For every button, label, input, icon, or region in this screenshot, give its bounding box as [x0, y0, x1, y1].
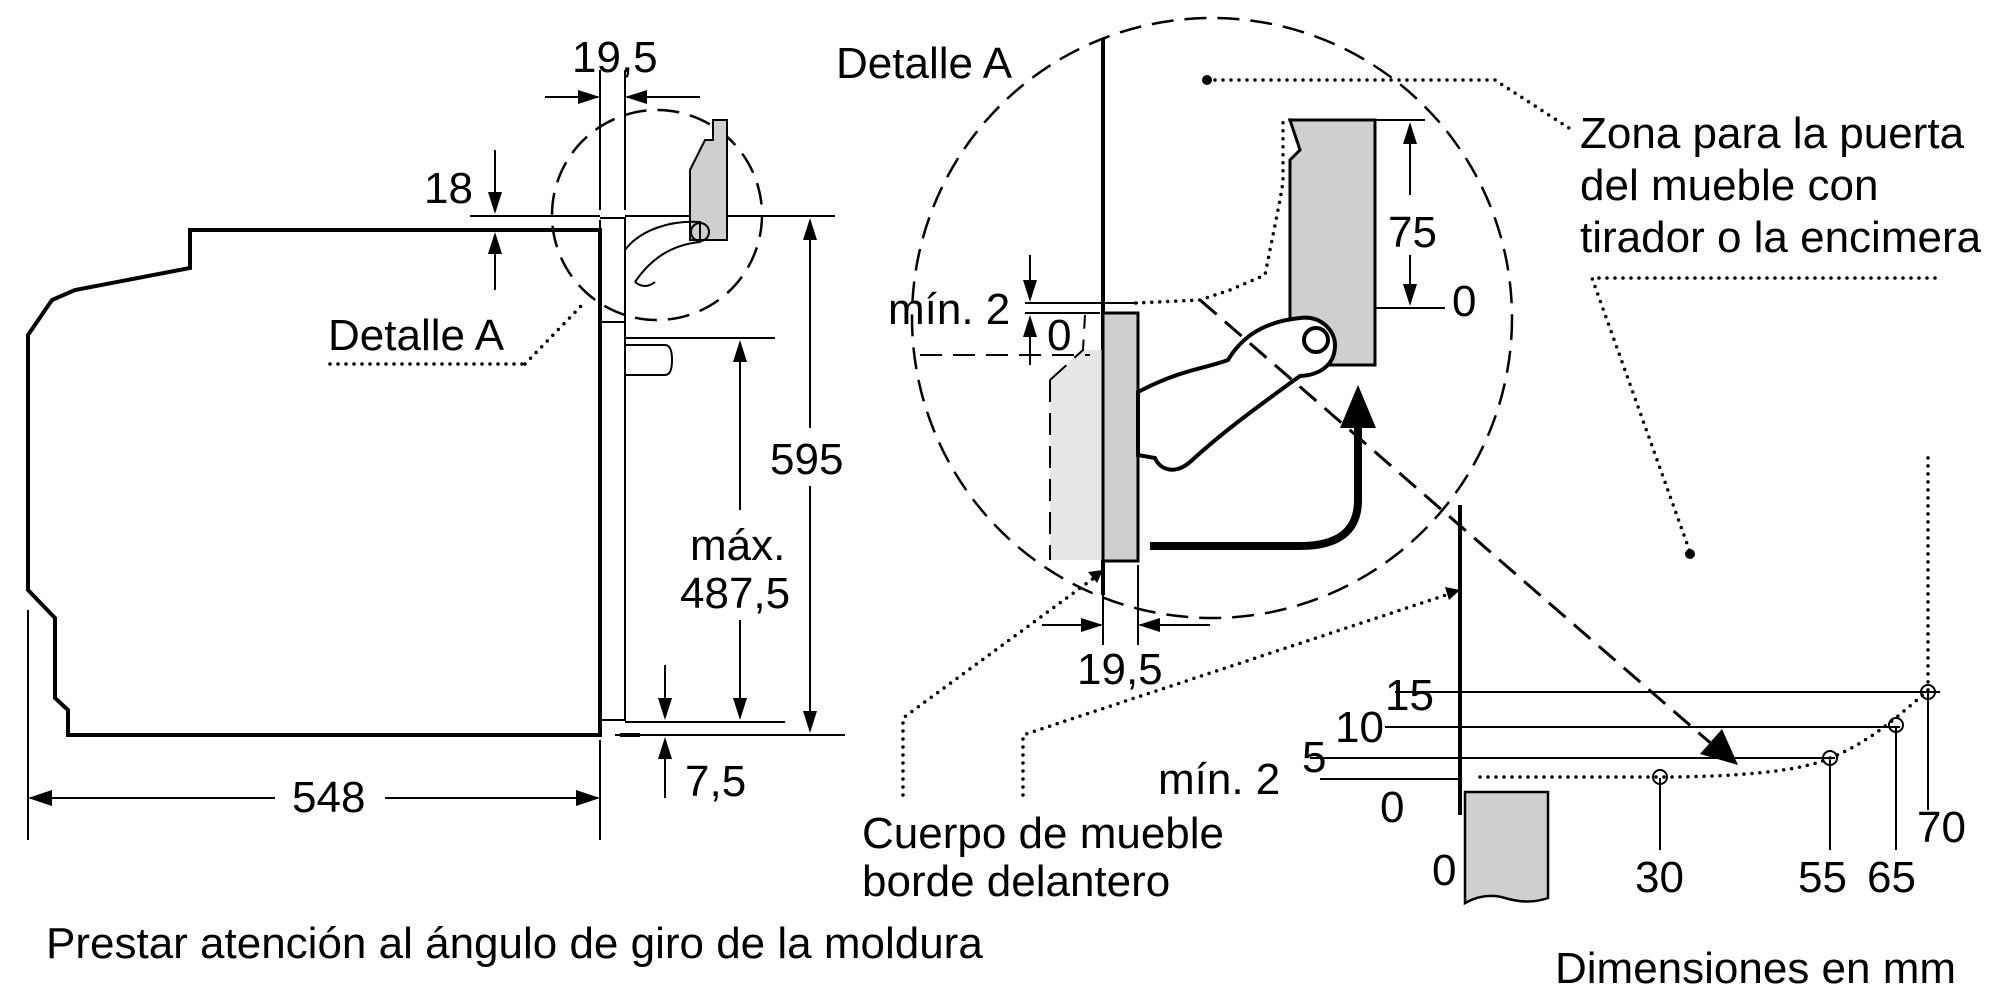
- graph-x70: 70: [1917, 803, 1966, 852]
- dim-595-label: 595: [770, 435, 843, 484]
- graph-y15: 15: [1385, 671, 1434, 720]
- body-line1: Cuerpo de mueble: [862, 809, 1224, 858]
- furniture-body-front: [1050, 350, 1103, 560]
- swing-graph: 15 10 5 mín. 2 0 0 30 55 65 70: [1158, 448, 1966, 906]
- zone-callout: Zona para la puerta del mueble con tirad…: [1202, 75, 1982, 559]
- detail-circle-small: Detalle A: [328, 108, 764, 366]
- dim-max-value: 487,5: [680, 569, 790, 618]
- dim-depth: 548: [27, 610, 601, 840]
- dim-bottom: 7,5: [658, 665, 746, 806]
- graph-furniture-block: [1463, 790, 1550, 906]
- dim-bottom-label: 7,5: [685, 757, 746, 806]
- dim-18: 18: [424, 150, 600, 290]
- rotation-arrow: [1150, 420, 1362, 550]
- dim-top-gap: 19,5: [545, 33, 700, 210]
- graph-y10: 10: [1335, 703, 1384, 752]
- detail-min-label: mín. 2: [888, 285, 1010, 334]
- dim-top-gap-label: 19,5: [572, 33, 658, 82]
- detail-zero-right: 0: [1452, 277, 1476, 326]
- body-line2: borde delantero: [862, 857, 1170, 906]
- graph-x0: 0: [1432, 846, 1456, 895]
- zone-line2: del mueble con: [1580, 161, 1878, 210]
- detail-75: 75: [1388, 208, 1437, 257]
- detail-circle-large: [910, 16, 1514, 620]
- graph-y5: 5: [1302, 733, 1326, 782]
- oven-side-view: [26, 217, 674, 737]
- detail-gap-label: 19,5: [1077, 645, 1163, 694]
- hinge-arm: [1136, 315, 1338, 472]
- zone-line1: Zona para la puerta: [1580, 109, 1965, 158]
- detail-title: Detalle A: [836, 39, 1013, 88]
- oven-door-panel: [600, 217, 626, 721]
- units-note: Dimensiones en mm: [1555, 944, 1956, 993]
- footer-note: Prestar atención al ángulo de giro de la…: [46, 919, 983, 968]
- graph-x55: 55: [1798, 853, 1847, 902]
- graph-y0: 0: [1380, 783, 1404, 832]
- swing-curve: [1478, 448, 1930, 779]
- detail-a: Detalle A mín. 2 0 75: [836, 16, 1738, 765]
- detail-zero-left: 0: [1047, 311, 1071, 360]
- dim-max-label: máx.: [690, 521, 785, 570]
- body-callout: Cuerpo de mueble borde delantero: [862, 570, 1460, 906]
- dim-max: máx. 487,5: [625, 337, 790, 723]
- oven-body-outline: [26, 228, 602, 737]
- graph-x65: 65: [1867, 853, 1916, 902]
- dim-595: 595: [615, 215, 845, 736]
- zone-line3: tirador o la encimera: [1580, 213, 1982, 262]
- dim-depth-label: 548: [292, 773, 365, 822]
- dim-18-label: 18: [424, 164, 473, 213]
- oven-control-knob: [625, 344, 674, 376]
- graph-min: mín. 2: [1158, 755, 1280, 804]
- detail-ref-label: Detalle A: [328, 311, 505, 360]
- graph-x30: 30: [1635, 853, 1684, 902]
- door-panel: [1101, 311, 1140, 563]
